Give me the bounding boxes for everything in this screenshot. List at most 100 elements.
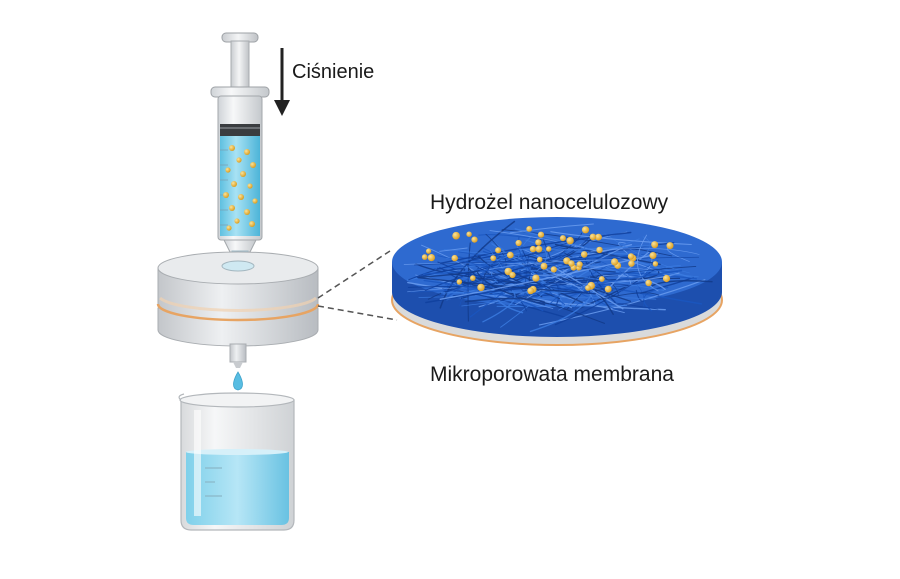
fiber [423,279,544,312]
particle [662,274,671,283]
particle [546,246,552,252]
fiber [467,242,471,322]
fiber [542,238,558,277]
particle [580,251,588,258]
pressure-arrow [274,48,290,116]
fiber [590,248,700,255]
fiber [408,251,512,281]
fiber [440,231,632,264]
particle [604,285,612,293]
particle [477,283,485,292]
particle [576,261,583,268]
fiber [422,253,637,275]
particle [527,287,535,295]
particle [529,245,537,253]
plunger-seal [220,124,260,136]
fiber [467,256,481,277]
fiber [464,297,546,303]
particle [611,258,619,266]
fiber [635,289,645,302]
fiber [558,258,593,311]
fiber [489,249,510,279]
pressure-label: Ciśnienie [292,61,375,83]
particle [581,226,590,234]
hydrogel-label: Hydrożel nanocelulozowy [430,191,669,214]
plunger-rod [230,40,250,94]
fiber [419,270,480,278]
particle [507,251,514,259]
particle [537,231,545,238]
particle [490,255,497,261]
particle [550,266,557,273]
particle [627,253,635,260]
syringe-liquid [220,136,260,236]
callout-lines [317,248,398,321]
filter-holder [156,251,320,391]
fiber [433,257,577,270]
beaker [178,392,295,531]
particle [652,261,659,267]
particle [452,231,460,240]
fiber [618,241,628,254]
fiber [407,286,517,289]
fiber [602,272,697,280]
hydrogel-particles [421,226,674,295]
fiber [482,290,516,323]
fiber [477,255,561,300]
fiber [509,223,594,234]
fiber [555,267,624,310]
particle [456,279,462,285]
particle [451,254,458,262]
membrane-label: Mikroporowata membrana [430,363,674,386]
fiber [490,264,500,283]
particle [645,279,652,287]
particle [651,241,659,249]
particle [666,242,674,250]
particle [532,274,540,282]
particle [495,247,502,254]
fiber [436,267,594,295]
fiber [573,290,616,313]
fiber [439,247,468,252]
fiber [566,272,680,286]
fiber [496,304,628,307]
particle [427,254,435,262]
particle [628,260,635,267]
particle [540,262,548,270]
fiber [407,281,666,311]
fiber [603,301,659,310]
fiber [437,255,624,292]
fiber [445,255,561,293]
particle [589,233,597,241]
fiber [637,234,659,292]
particle [466,231,472,237]
fiber [651,280,713,287]
filter-outlet [229,343,247,363]
particle [568,260,575,267]
particle [596,246,603,254]
particle [536,256,543,263]
particle [585,285,591,291]
particle [470,275,476,281]
particle [515,239,522,247]
particle [426,248,432,254]
fiber [415,263,528,285]
particle [598,276,605,282]
particle [595,233,602,241]
fiber [521,253,615,265]
syringe-particles [223,145,258,231]
fiber [588,275,619,294]
fiber [517,269,683,298]
fiber [596,292,660,301]
fiber [644,271,660,280]
particle [566,236,574,245]
syringe-tip [223,239,257,253]
particle [535,245,543,253]
particle [471,236,478,243]
particle [526,226,533,232]
fiber [416,268,466,278]
nanocellulose-fibers [403,220,713,333]
fiber [488,259,615,271]
fiber [529,281,597,333]
